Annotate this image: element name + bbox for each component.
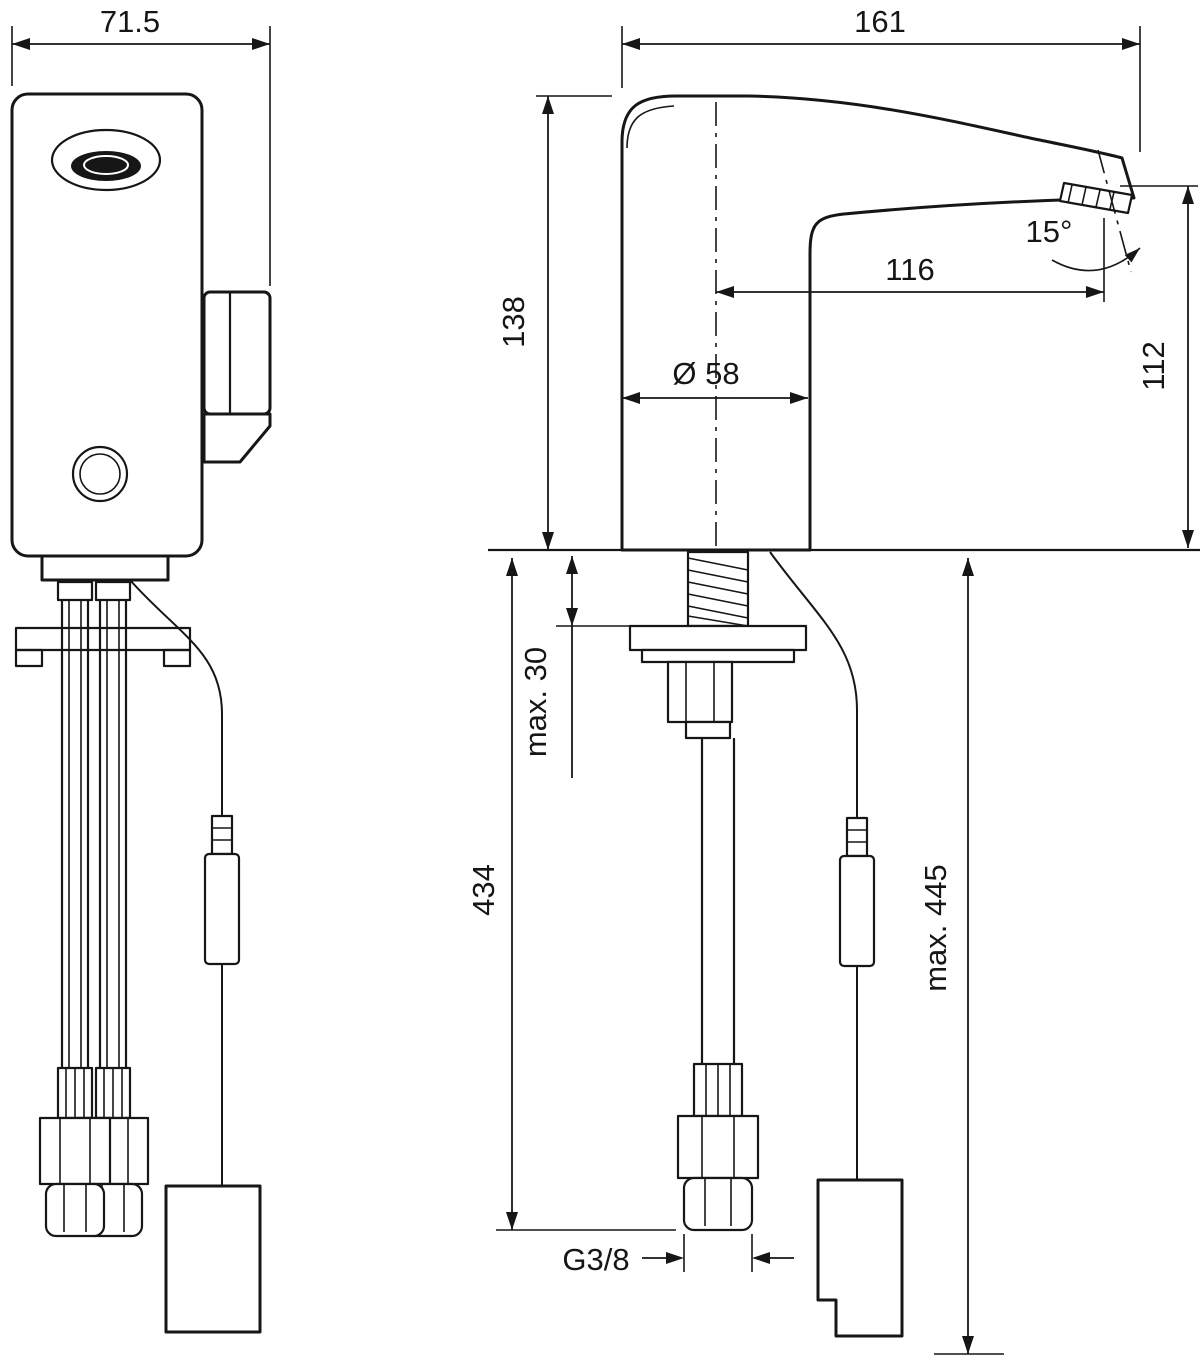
dim-label-body-height: 138 (496, 296, 531, 348)
hex-facet-lines (704, 1178, 732, 1226)
arrowhead (622, 392, 640, 404)
dim-max-cable-length: max. 445 (918, 558, 1004, 1355)
supply-pipe (700, 738, 736, 1064)
bracket-bar (14, 626, 192, 652)
arrowhead (962, 558, 974, 576)
arrowhead (1124, 248, 1140, 263)
dim-connection-thread: G3/8 (562, 1234, 794, 1277)
mounting-bracket (14, 626, 192, 668)
sensor-cable-assembly-side (769, 551, 904, 1338)
arrowhead (252, 38, 270, 50)
temperature-lever (202, 290, 272, 416)
cable-plug (210, 814, 234, 856)
pipe-collar (684, 720, 732, 740)
control-box (816, 1178, 904, 1338)
bracket-tab-left (14, 648, 44, 668)
aerator-hatch (1067, 184, 1115, 210)
sensor-window-ring (83, 155, 129, 175)
cable-connector (838, 854, 876, 968)
dim-label-connection-thread: G3/8 (562, 1242, 629, 1277)
dim-supply-length: 434 (466, 558, 676, 1231)
cable-connector (203, 852, 241, 966)
hose-collar-left (56, 580, 94, 602)
base-shank (40, 554, 170, 582)
arrowhead (666, 1252, 684, 1264)
dim-label-outlet-height: 112 (1136, 341, 1171, 390)
dim-label-overall-width: 71.5 (100, 4, 160, 39)
arrowhead (542, 532, 554, 550)
hex-facet-lines (685, 662, 715, 722)
hex-facet-lines (59, 1118, 91, 1184)
control-box (164, 1184, 262, 1334)
plug-detail-lines (212, 827, 232, 841)
below-deck-assembly (628, 550, 808, 1232)
hex-nut-left (38, 1116, 112, 1186)
dim-label-spout-angle: 15° (1026, 214, 1073, 249)
dim-base-diameter: Ø 58 (622, 356, 808, 404)
faucet-side-profile (620, 94, 1136, 568)
dim-label-spout-reach: 116 (885, 252, 934, 287)
bracket-tab-right (162, 648, 192, 668)
dim-outlet-height: 112 (1120, 185, 1198, 548)
threaded-shank (686, 550, 750, 628)
front-view: 71.5 (10, 4, 272, 1334)
thread-hatch (687, 557, 749, 627)
spout-body-outline (620, 94, 1136, 552)
mounting-nut (666, 660, 734, 724)
dim-label-max-cable-length: max. 445 (918, 864, 953, 992)
arrowhead (752, 1252, 770, 1264)
mounting-gasket (640, 648, 796, 664)
dim-label-overall-length: 161 (854, 4, 906, 39)
knurl-lines (705, 1064, 731, 1116)
control-button-outer (71, 445, 129, 503)
arrowhead (506, 1212, 518, 1230)
arrowhead (12, 38, 30, 50)
hex-facet-lines (701, 1116, 735, 1178)
inlet-fitting (682, 1176, 754, 1232)
arrowhead (962, 1336, 974, 1354)
side-view: 161 138 116 (466, 4, 1200, 1355)
supply-hoses (56, 580, 132, 1068)
control-button-inner (79, 453, 121, 495)
dim-body-height: 138 (496, 95, 612, 550)
lever-base (202, 412, 272, 464)
faucet-front-outline (10, 92, 272, 582)
arrowhead (566, 608, 578, 626)
dim-overall-width: 71.5 (11, 4, 271, 286)
knurl-lines (65, 1068, 85, 1118)
dim-overall-length: 161 (621, 4, 1141, 152)
plug-detail-lines (847, 829, 867, 843)
hex-facet-lines (63, 1184, 87, 1232)
hose-collar-right (94, 580, 132, 602)
arrowhead (542, 96, 554, 114)
arrowhead (506, 558, 518, 576)
knurl-lines (103, 1068, 123, 1118)
sensor-cable-assembly (129, 579, 262, 1334)
arrowhead (566, 556, 578, 574)
dim-label-supply-length: 434 (466, 864, 501, 916)
angle-arc (1051, 247, 1141, 272)
dim-label-max-deck-thickness: max. 30 (518, 647, 553, 757)
dim-spout-angle: 15° (1026, 149, 1141, 273)
hose-fittings (38, 1066, 150, 1238)
cable-plug (845, 816, 869, 858)
arrowhead (1182, 186, 1194, 204)
arrowhead (1122, 38, 1140, 50)
arrowhead (790, 392, 808, 404)
extension-line (683, 1234, 753, 1272)
dim-spout-reach: 116 (716, 218, 1105, 302)
arrowhead (716, 286, 734, 298)
sensor-cable (769, 551, 858, 818)
inlet-hex-nut (676, 1114, 760, 1180)
sensor-cable (129, 579, 223, 816)
arrowhead (1182, 530, 1194, 548)
mounting-washer (628, 624, 808, 652)
coupling-left (44, 1182, 106, 1238)
dim-max-deck-thickness: max. 30 (518, 556, 636, 778)
inner-wall-line (626, 105, 675, 149)
arrowhead (622, 38, 640, 50)
angle-reference-line (1097, 149, 1132, 273)
arrowhead (1086, 286, 1104, 298)
dim-label-base-diameter: Ø 58 (672, 356, 739, 391)
